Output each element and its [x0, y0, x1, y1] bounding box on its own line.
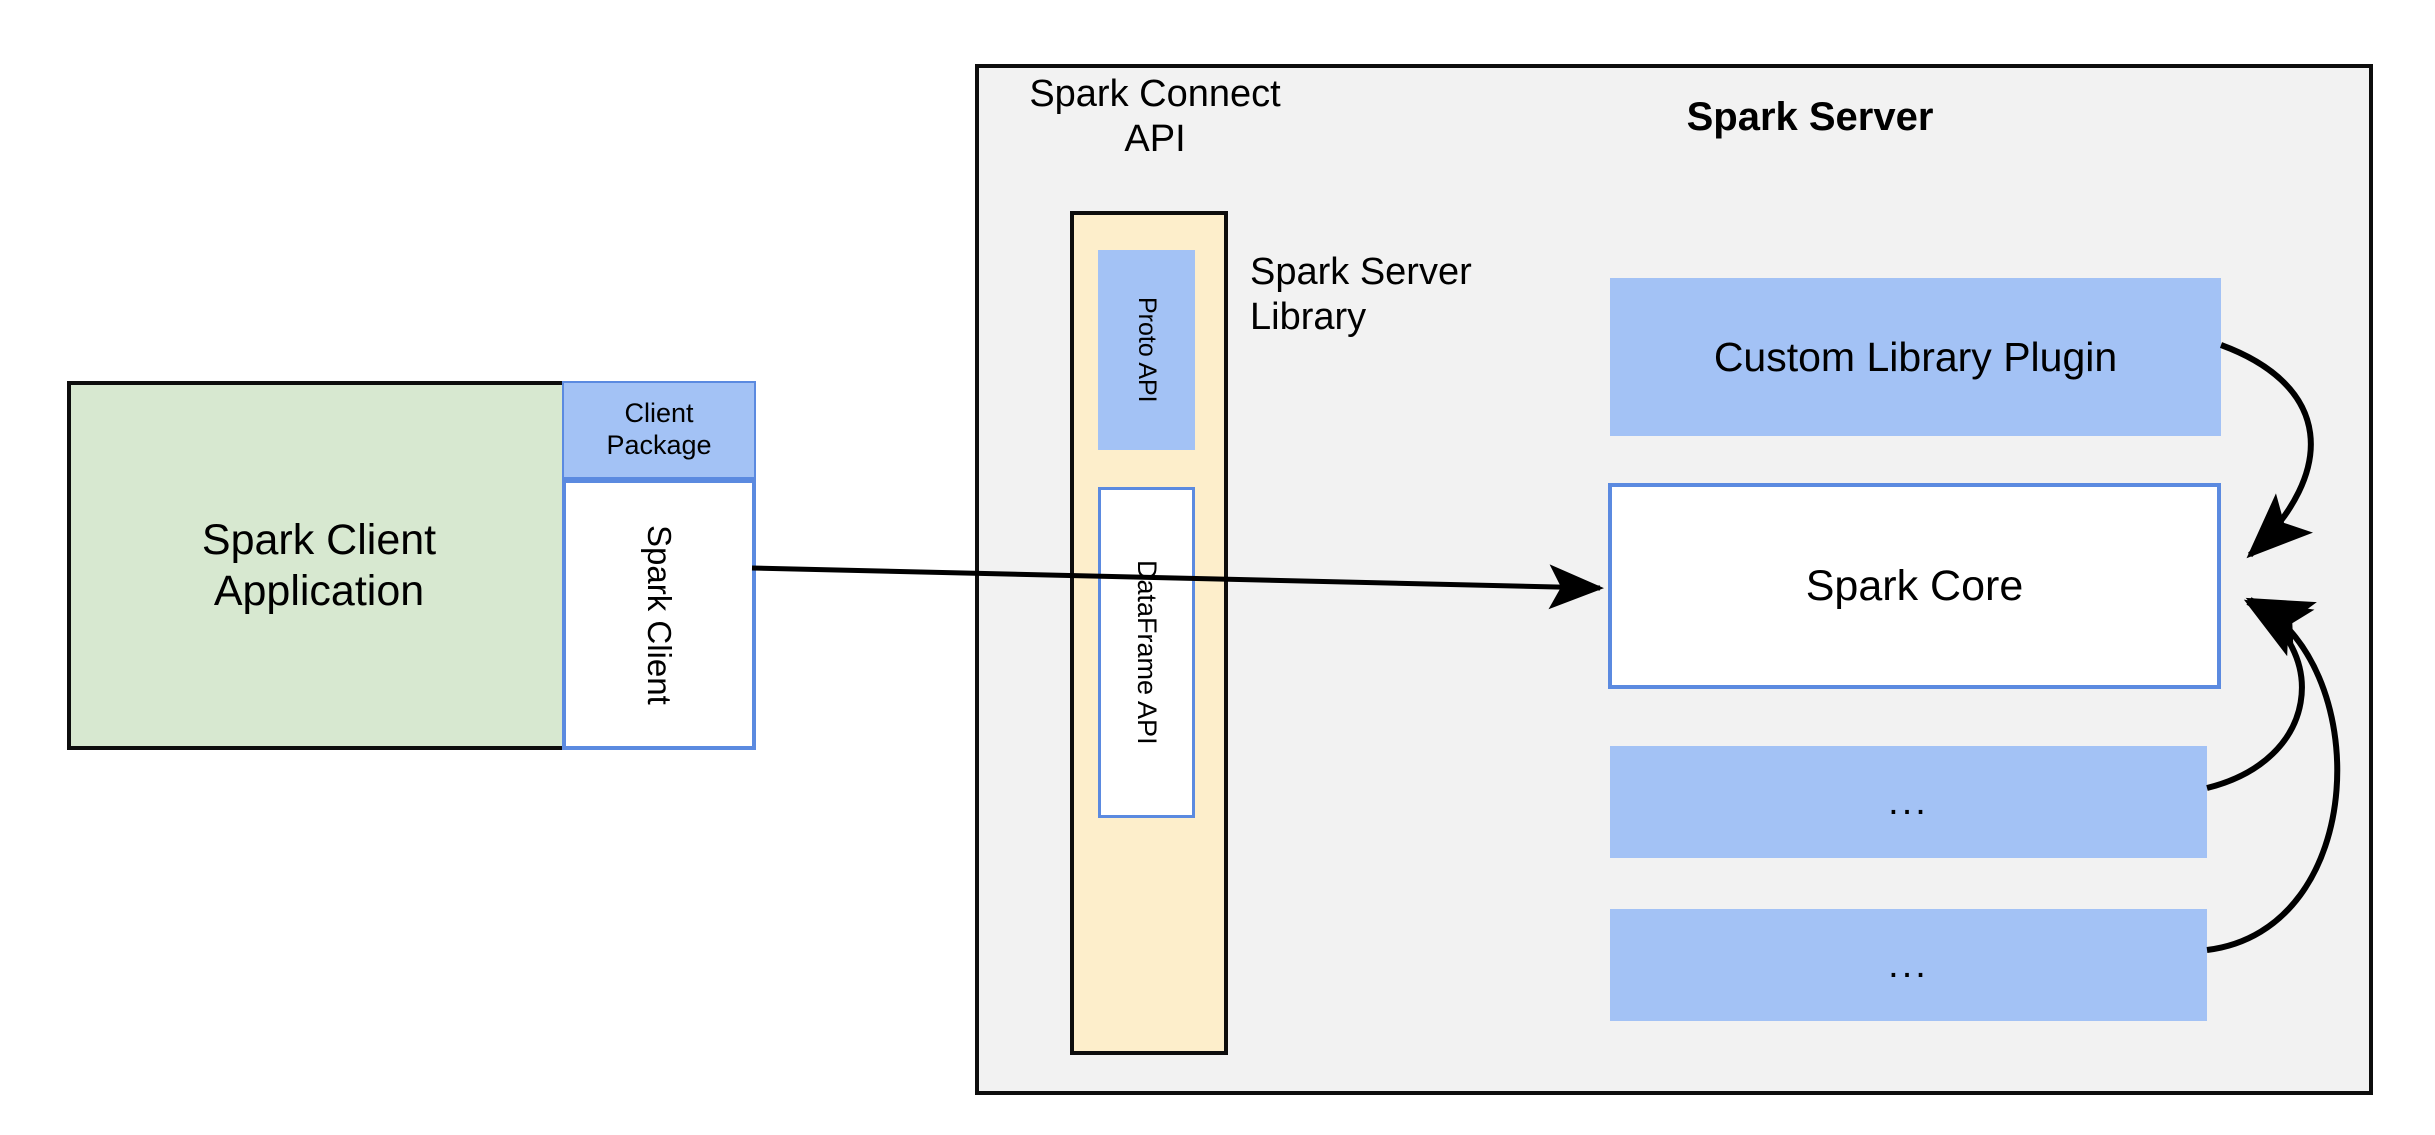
- spark-core-label: Spark Core: [1805, 561, 2024, 610]
- dataframe-api-label: DataFrame API: [1132, 560, 1162, 745]
- client-package-box[interactable]: Client Package: [562, 381, 756, 479]
- proto-api-box[interactable]: Proto API: [1098, 250, 1195, 450]
- server-item-placeholder-1[interactable]: ...: [1610, 746, 2207, 858]
- spark-client-application-box[interactable]: Spark Client Application: [67, 381, 571, 750]
- server-item-placeholder-2-label: ...: [1888, 943, 1929, 986]
- spark-core-box[interactable]: Spark Core: [1608, 483, 2221, 689]
- spark-server-title: Spark Server: [1686, 95, 1934, 140]
- spark-server-library-label: Spark Server Library: [1250, 251, 1472, 338]
- spark-client-label: Spark Client: [641, 524, 678, 705]
- custom-library-plugin-label: Custom Library Plugin: [1713, 333, 2118, 380]
- spark-client-box[interactable]: Spark Client: [562, 479, 756, 750]
- spark-connect-api-label: Spark Connect API: [1029, 73, 1281, 160]
- client-package-label: Client Package: [606, 398, 712, 460]
- proto-api-label: Proto API: [1133, 297, 1161, 403]
- custom-library-plugin-box[interactable]: Custom Library Plugin: [1610, 278, 2221, 436]
- spark-client-application-label: Spark Client Application: [201, 515, 437, 615]
- dataframe-api-box[interactable]: DataFrame API: [1098, 487, 1195, 818]
- server-item-placeholder-1-label: ...: [1888, 780, 1929, 823]
- server-item-placeholder-2[interactable]: ...: [1610, 909, 2207, 1021]
